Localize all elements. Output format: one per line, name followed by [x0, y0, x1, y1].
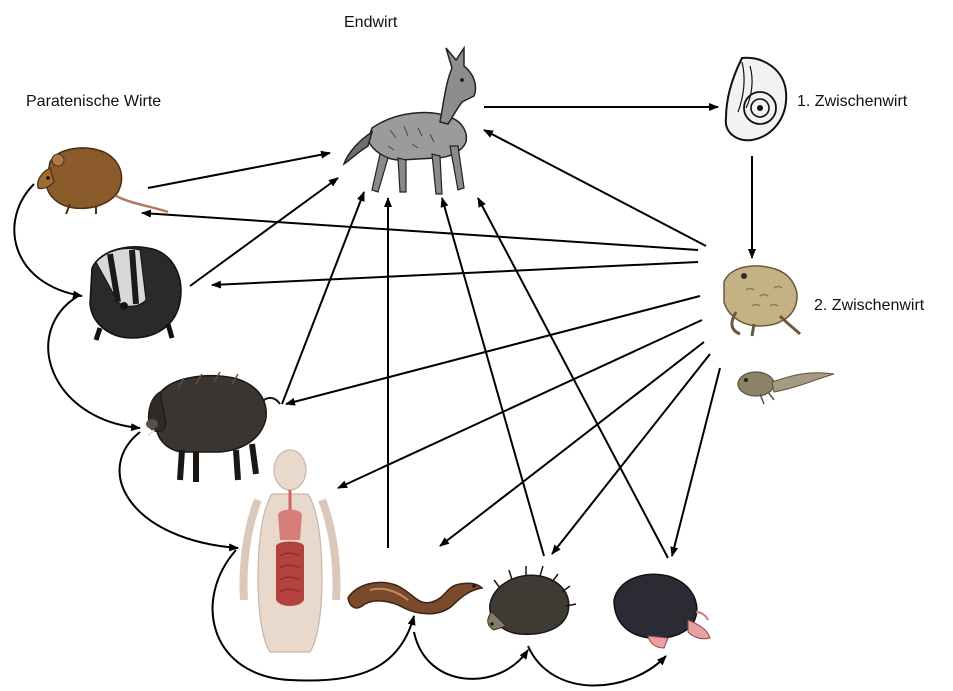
- slow-worm-icon: [348, 582, 482, 613]
- wild-boar-icon: [146, 372, 280, 482]
- label-endwirt: Endwirt: [344, 14, 397, 32]
- label-paratenic-hosts: Paratenische Wirte: [26, 93, 161, 111]
- jackal-icon: [344, 48, 476, 194]
- arrow-second-intermediate-to-mole: [672, 368, 720, 556]
- arrow-second-intermediate-to-badger: [212, 262, 698, 285]
- human-anatomy-icon: [244, 450, 337, 652]
- tadpole-icon: [738, 372, 834, 404]
- mole-icon: [614, 574, 710, 648]
- arrow-second-intermediate-to-rat: [142, 213, 698, 250]
- arrow-second-intermediate-to-endwirt: [484, 130, 706, 246]
- arrow-second-intermediate-to-human: [338, 320, 702, 488]
- hedgehog-icon: [488, 566, 576, 634]
- arrow-hedgehog-mole-loop: [528, 646, 666, 686]
- toad-icon: [724, 266, 800, 336]
- arrow-rat-to-endwirt: [148, 153, 330, 188]
- label-first-intermediate-host: 1. Zwischenwirt: [797, 93, 907, 111]
- arrow-second-intermediate-to-slow-worm: [440, 342, 704, 546]
- badger-icon: [90, 247, 181, 340]
- arrow-hedgehog-to-endwirt: [442, 198, 544, 556]
- label-second-intermediate-host: 2. Zwischenwirt: [814, 297, 924, 315]
- arrow-snake-hedgehog-loop: [414, 632, 528, 679]
- arrow-mole-to-endwirt: [478, 198, 668, 558]
- rat-icon: [38, 148, 168, 214]
- arrow-badger-to-endwirt: [190, 178, 338, 286]
- snail-shell-icon: [726, 58, 786, 140]
